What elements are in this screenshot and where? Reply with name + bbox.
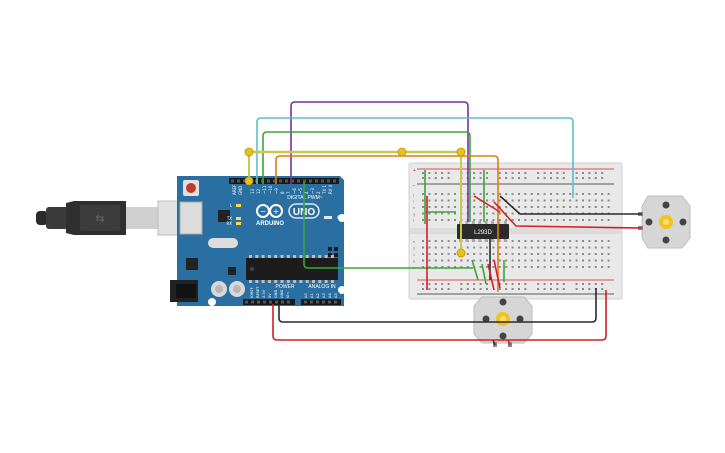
on-led — [324, 216, 332, 219]
wire-purple — [290, 101, 469, 222]
power-pin-label: IOREF — [250, 287, 254, 298]
breadboard-row-letter: i — [413, 199, 414, 204]
digital-pin-label: TX 1 — [322, 185, 327, 195]
wire-motor-right-red — [493, 201, 643, 229]
svg-text:−: − — [260, 207, 267, 216]
digital-header — [229, 178, 339, 184]
digital-pin-label: ~9 — [274, 188, 279, 194]
analog-header — [301, 299, 341, 305]
analog-pin-label: A3 — [322, 293, 326, 298]
power-label: POWER — [276, 284, 295, 290]
digital-pin-label: ~3 — [310, 188, 315, 194]
analog-pin-label: A5 — [334, 293, 338, 298]
wire-cyan — [256, 117, 574, 198]
breadboard-row-letter: j — [412, 192, 414, 197]
wire-gnd-black — [278, 288, 597, 323]
breadboard-row-letter: d — [413, 246, 415, 251]
analog-in-label: ANALOG IN — [308, 284, 336, 290]
digital-pin-label: 8 — [280, 191, 285, 194]
wire-green — [262, 131, 471, 222]
digital-pin-label: 2 — [316, 191, 321, 194]
digital-pin-label: 7 — [286, 191, 291, 194]
svg-text:+: + — [273, 207, 280, 216]
breadboard-row-letter: b — [413, 259, 416, 264]
digital-pin-label: 13 — [250, 188, 255, 194]
gnd-pin-label: GND — [238, 186, 243, 195]
l293d-chip: L293D — [457, 221, 509, 242]
digital-pin-label: ~11 — [262, 185, 267, 194]
chip-label: L293D — [474, 230, 492, 236]
power-pin-label: GND — [280, 290, 284, 298]
junction-dot — [244, 147, 254, 157]
junctions — [244, 147, 466, 258]
on-led-label: ON — [337, 215, 343, 220]
analog-pin-label: A0 — [304, 293, 308, 298]
digital-pin-label: 4 — [304, 191, 309, 194]
analog-pin-label: A2 — [316, 293, 320, 298]
junction-dot — [397, 147, 407, 157]
aref-pin-label: AREF — [232, 184, 237, 195]
svg-text:⇆: ⇆ — [95, 212, 104, 225]
rx-led — [236, 222, 241, 225]
digital-pin-label: ~6 — [292, 188, 297, 194]
breadboard-row-letter: e — [413, 239, 416, 244]
rail-plus-label: + — [413, 168, 416, 174]
power-pin-label: GND — [274, 290, 278, 298]
wire-green-analog — [303, 182, 473, 269]
breadboard-row-letter: h — [413, 205, 415, 210]
wires — [248, 101, 643, 346]
power-pin-label: 3.3V — [262, 289, 266, 298]
wire-motor-right-black — [499, 195, 642, 215]
digital-pin-label: 12 — [256, 188, 261, 194]
analog-pin-label: A1 — [310, 293, 314, 298]
digital-pin-label: ~10 — [268, 185, 273, 194]
wire-orange — [275, 155, 499, 292]
power-pin-label: RESET — [256, 286, 260, 298]
l-led — [236, 204, 241, 207]
rail-minus-label: - — [413, 183, 415, 189]
junction-dot — [456, 147, 466, 157]
usb-cable: ⇆ — [36, 200, 195, 236]
breadboard-row-letter: g — [413, 212, 415, 217]
power-pin-label: 5V — [268, 293, 272, 298]
power-pin-label: Vin — [286, 292, 290, 298]
arduino-uno-board: − + UNO ARDUINO DIGITAL PWM~ POWER ANALO… — [170, 176, 346, 306]
breadboard-row-letter: c — [413, 252, 415, 257]
tx-led-label: TX — [226, 216, 232, 221]
tx-led — [236, 217, 241, 220]
junction-dot — [456, 248, 466, 258]
digital-pin-label: ~5 — [298, 188, 303, 194]
rx-led-label: RX — [226, 221, 232, 226]
l-led-label: L — [230, 203, 233, 208]
atmega-chip — [246, 258, 338, 280]
analog-pin-label: A4 — [328, 293, 332, 298]
digital-pin-label: RX 0 — [328, 184, 333, 194]
arduino-brand-label: ARDUINO — [256, 221, 284, 227]
dc-motor-right — [638, 195, 691, 249]
wire-5v-red — [272, 290, 607, 341]
digital-pwm-label: DIGITAL PWM~ — [287, 195, 323, 201]
junction-dot — [244, 176, 254, 186]
dc-motor-bottom — [473, 296, 533, 347]
breadboard-row-letter: f — [413, 218, 415, 223]
